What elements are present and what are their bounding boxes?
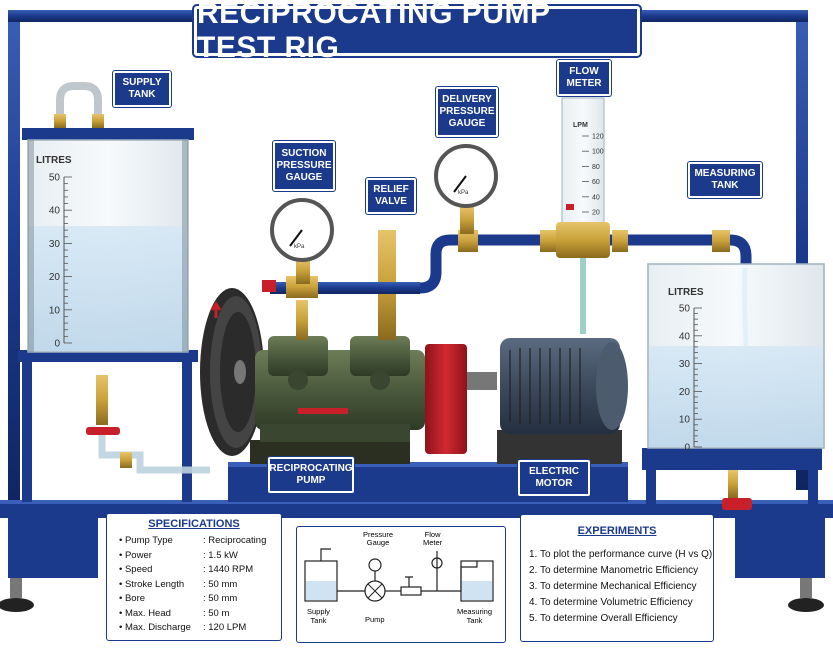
flow-tick-label: 80 (592, 164, 600, 171)
scale-tick-label: 20 (49, 272, 61, 283)
delivery-gauge-unit: kPa (458, 190, 468, 196)
suction-gauge-label: SUCTION PRESSURE GAUGE (273, 141, 335, 191)
experiment-item: 1. To plot the performance curve (H vs Q… (521, 547, 713, 563)
supply-fitting-left (54, 114, 66, 128)
experiment-item: 3. To determine Mechanical Efficiency (521, 579, 713, 595)
supply-tank-label: SUPPLY TANK (113, 71, 171, 107)
flow-tick-label: 60 (592, 179, 600, 186)
experiments-list: 1. To plot the performance curve (H vs Q… (521, 547, 713, 627)
scale-tick-label: 0 (54, 339, 60, 350)
specifications-heading: SPECIFICATIONS (107, 518, 281, 530)
flow-tick-label: 100 (592, 149, 604, 156)
measuring-scale-unit: LITRES (668, 287, 704, 298)
delivery-gauge-label: DELIVERY PRESSURE GAUGE (436, 87, 498, 137)
experiment-item: 2. To determine Manometric Efficiency (521, 563, 713, 579)
schematic-measuring-water (462, 581, 492, 600)
experiment-item: 4. To determine Volumetric Efficiency (521, 595, 713, 611)
spec-key: • Power (107, 549, 203, 564)
measuring-tank-label: MEASURING TANK (688, 162, 762, 198)
schematic-label-pressure-gauge: Pressure Gauge (363, 531, 393, 547)
reciprocating-pump-body (255, 336, 425, 442)
spec-key: • Stroke Length (107, 578, 203, 593)
spec-key: • Pump Type (107, 534, 203, 549)
schematic-gauge-symbol (369, 559, 381, 571)
scale-tick-label: 10 (679, 415, 691, 426)
supply-scale-unit: LITRES (36, 155, 72, 166)
shaft (467, 372, 497, 390)
electric-motor-label: ELECTRIC MOTOR (518, 460, 590, 496)
supply-tank-stand (18, 350, 198, 502)
spec-key: • Max. Discharge (107, 621, 203, 636)
spec-row: • Pump Type: Reciprocating (107, 534, 281, 549)
electric-motor-body (500, 338, 628, 434)
scale-tick-label: 40 (679, 331, 691, 342)
scale-tick-label: 30 (679, 359, 691, 370)
delivery-gauge-dial (436, 146, 496, 206)
flow-tick-label: 120 (592, 134, 604, 141)
spec-row: • Bore: 50 mm (107, 592, 281, 607)
spec-key: • Speed (107, 563, 203, 578)
spec-row: • Max. Head: 50 m (107, 607, 281, 622)
suction-gauge-dial (272, 200, 332, 260)
spec-value: : 120 LPM (203, 621, 281, 636)
experiments-panel: EXPERIMENTS 1. To plot the performance c… (520, 514, 714, 642)
scale-tick-label: 20 (679, 387, 691, 398)
coupling-guard (425, 344, 467, 454)
spec-value: : 50 m (203, 607, 281, 622)
schematic-label-pump: Pump (365, 615, 385, 624)
spec-value: : 50 mm (203, 592, 281, 607)
schematic-panel: Pressure Gauge Flow Meter Supply Tank Pu… (296, 526, 506, 643)
rig-title: RECIPROCATING PUMP TEST RIG (194, 6, 640, 56)
flow-tick-label: 40 (592, 194, 600, 201)
experiment-item: 5. To determine Overall Efficiency (521, 611, 713, 627)
spec-row: • Power: 1.5 kW (107, 549, 281, 564)
flow-meter-label: FLOW METER (557, 60, 611, 96)
spec-row: • Stroke Length: 50 mm (107, 578, 281, 593)
scale-tick-label: 10 (49, 305, 61, 316)
schematic-label-measuring-tank: Measuring Tank (457, 607, 492, 625)
scale-tick-label: 50 (49, 173, 61, 184)
spec-key: • Bore (107, 592, 203, 607)
flow-tick-label: 20 (592, 210, 600, 217)
schematic-label-supply-tank: Supply Tank (307, 607, 330, 625)
scale-tick-label: 30 (49, 239, 61, 250)
spec-row: • Max. Discharge: 120 LPM (107, 621, 281, 636)
spec-key: • Max. Head (107, 607, 203, 622)
flow-scale-unit: LPM (573, 122, 588, 129)
suction-gauge-unit: kPa (294, 244, 304, 250)
relief-valve-label: RELIEF VALVE (366, 178, 416, 214)
spec-row: • Speed: 1440 RPM (107, 563, 281, 578)
specifications-list: • Pump Type: Reciprocating• Power: 1.5 k… (107, 534, 281, 636)
spec-value: : Reciprocating (203, 534, 281, 549)
reciprocating-pump-label: RECIPROCATING PUMP (268, 457, 354, 493)
scale-tick-label: 40 (49, 206, 61, 217)
spec-value: : 1.5 kW (203, 549, 281, 564)
spec-value: : 50 mm (203, 578, 281, 593)
experiments-heading: EXPERIMENTS (521, 525, 713, 537)
schematic-label-flow-meter: Flow Meter (423, 531, 442, 547)
scale-tick-label: 50 (679, 304, 691, 315)
supply-fitting-right (92, 114, 104, 128)
spec-value: : 1440 RPM (203, 563, 281, 578)
specifications-panel: SPECIFICATIONS • Pump Type: Reciprocatin… (106, 513, 282, 641)
flywheel (200, 288, 264, 456)
scale-tick-label: 0 (684, 443, 690, 454)
schematic-supply-water (306, 581, 336, 600)
